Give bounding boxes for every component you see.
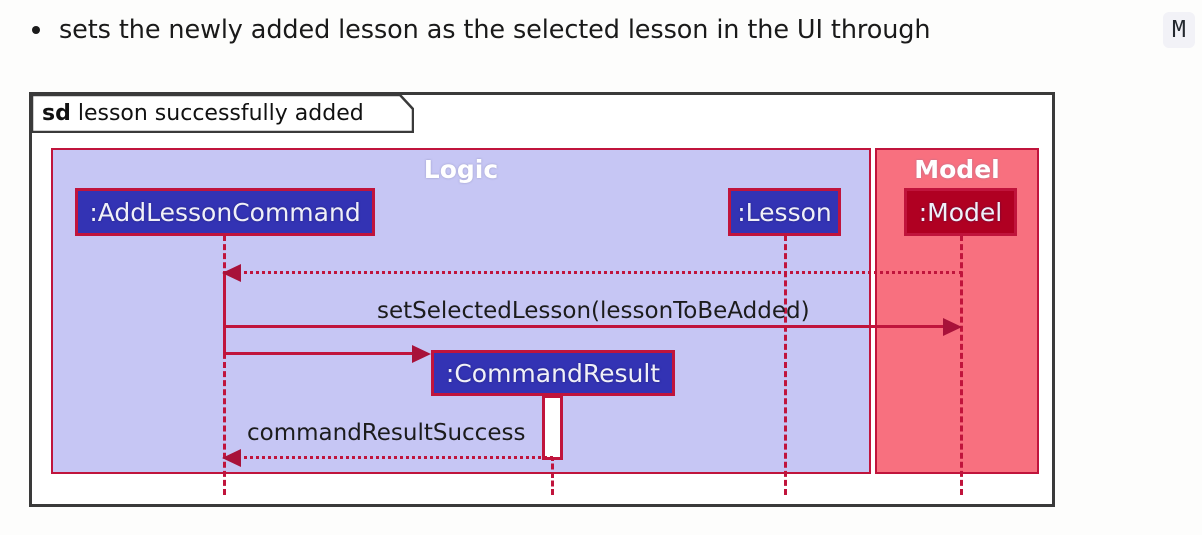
message-set-selected-lesson-line xyxy=(223,325,945,328)
message-create-command-result-stem xyxy=(223,325,226,354)
message-set-selected-lesson-label: setSelectedLesson(lessonToBeAdded) xyxy=(377,298,810,324)
message-return-to-add-lesson-command-arrowhead xyxy=(222,264,241,282)
prose-text: sets the newly added lesson as the selec… xyxy=(59,15,931,45)
message-command-result-success-label: commandResultSuccess xyxy=(247,420,526,446)
partition-model-title: Model xyxy=(914,155,1000,184)
inline-code-chip: M xyxy=(1163,12,1195,48)
frame-keyword: sd xyxy=(42,101,71,126)
bullet-marker-icon xyxy=(32,26,40,34)
participant-lesson-label: :Lesson xyxy=(737,197,832,227)
participant-command-result[interactable]: :CommandResult xyxy=(431,350,675,396)
participant-lesson[interactable]: :Lesson xyxy=(728,188,841,236)
lifeline-command-result xyxy=(551,455,554,495)
message-command-result-success-arrowhead xyxy=(222,449,241,467)
message-set-selected-lesson-stem xyxy=(223,271,226,327)
participant-command-result-label: :CommandResult xyxy=(445,358,661,388)
frame-label-text: sd lesson successfully added xyxy=(42,98,364,130)
participant-model[interactable]: :Model xyxy=(904,188,1017,236)
partition-logic-title: Logic xyxy=(423,155,499,184)
message-create-command-result-line xyxy=(223,352,413,355)
message-create-command-result-arrowhead xyxy=(412,345,431,363)
lifeline-lesson xyxy=(784,235,787,495)
lifeline-add-lesson-command xyxy=(223,235,226,495)
participant-add-lesson-command-label: :AddLessonCommand xyxy=(89,197,361,227)
participant-model-label: :Model xyxy=(918,197,1003,227)
message-set-selected-lesson-arrowhead xyxy=(943,318,962,336)
message-command-result-success-line xyxy=(237,456,553,459)
lifeline-model xyxy=(960,235,963,495)
sequence-diagram-frame: sd lesson successfully added Logic Model… xyxy=(29,92,1055,507)
participant-add-lesson-command[interactable]: :AddLessonCommand xyxy=(75,188,375,236)
message-return-to-add-lesson-command-line xyxy=(237,271,962,274)
frame-title: lesson successfully added xyxy=(77,101,364,126)
prose-bullet-line: sets the newly added lesson as the selec… xyxy=(0,0,1202,62)
frame-label-tab: sd lesson successfully added xyxy=(32,95,414,133)
activation-bar-command-result xyxy=(542,395,563,460)
